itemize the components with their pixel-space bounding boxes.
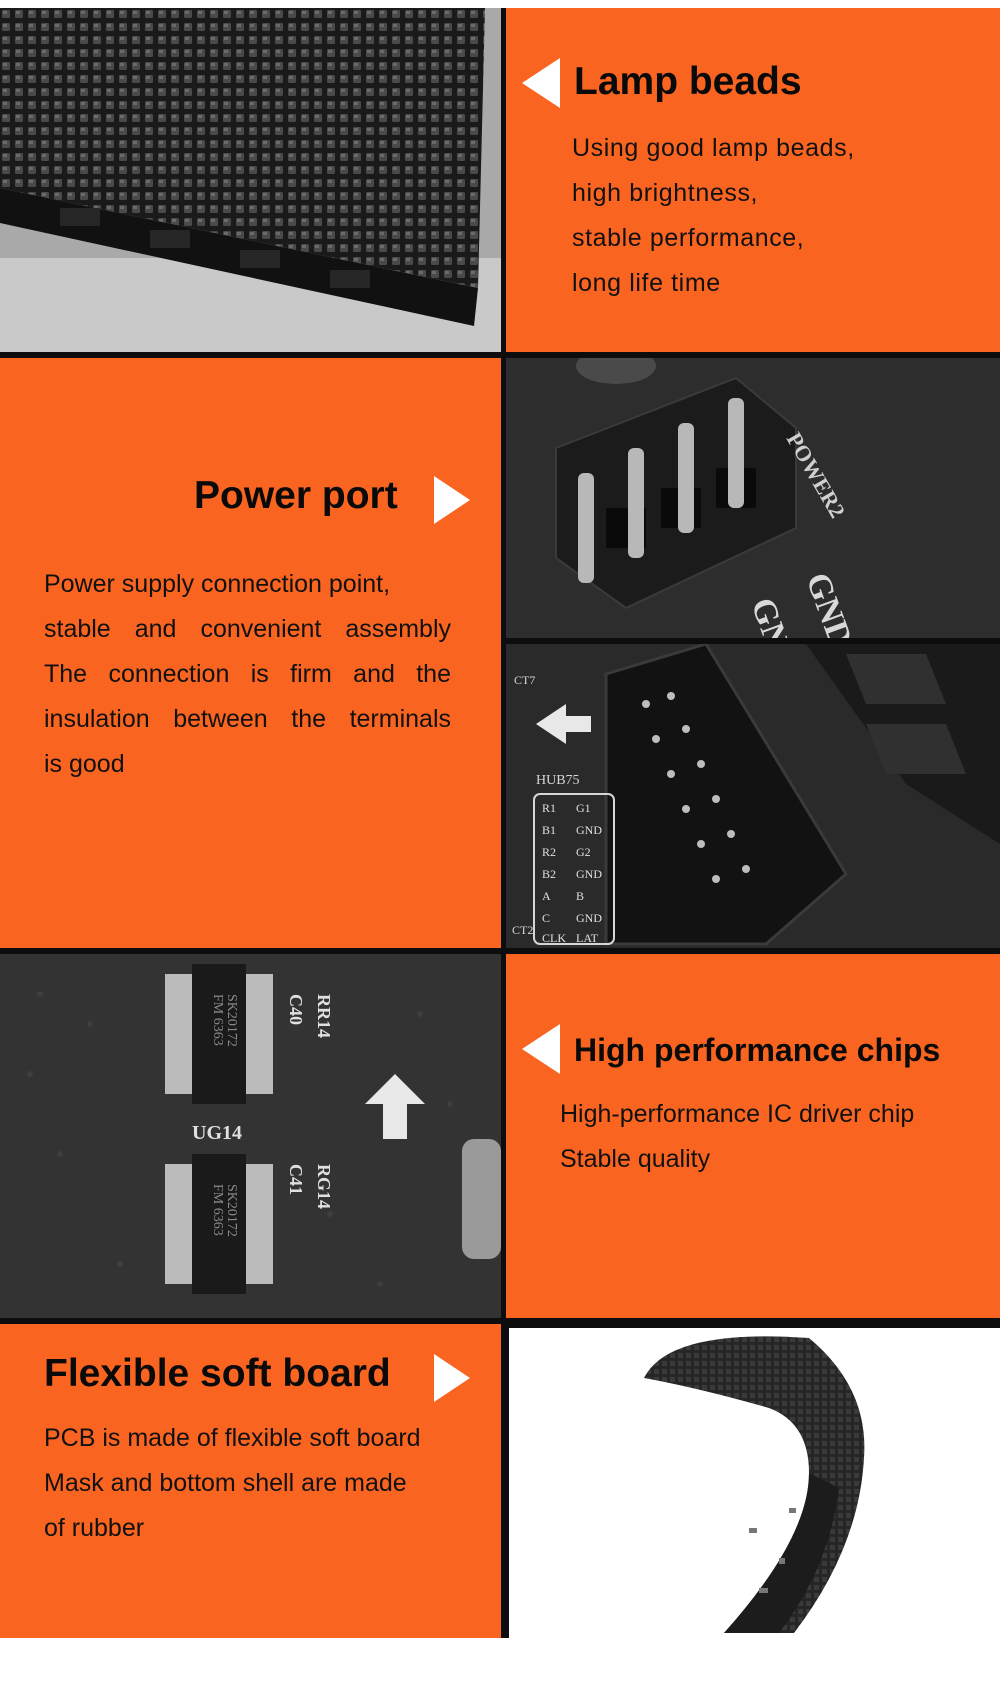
lamp-beads-line-4: long life time bbox=[572, 269, 721, 297]
pin-clk: CLK bbox=[542, 931, 566, 945]
pin-a: A bbox=[542, 889, 551, 903]
pin-g1: G1 bbox=[576, 801, 591, 815]
ug14-silkscreen: UG14 bbox=[192, 1122, 242, 1144]
pin-r2: R2 bbox=[542, 845, 556, 859]
arrow-right-icon bbox=[434, 1354, 470, 1402]
chip-2-marking-bottom: SK20172 bbox=[224, 1184, 239, 1237]
power-port-line-2: stable and convenient assembly bbox=[44, 615, 451, 643]
flexible-panel: Flexible soft board PCB is made of flexi… bbox=[0, 1324, 501, 1638]
ic-chips-photo: FM 6363 SK20172 FM 6363 SK20172 UG14 C40… bbox=[0, 954, 501, 1318]
pin-b: B bbox=[576, 889, 584, 903]
flexible-line-1: PCB is made of flexible soft board bbox=[44, 1424, 421, 1452]
pin-r1: R1 bbox=[542, 801, 556, 815]
lamp-beads-description: Using good lamp beads, high brightness, … bbox=[572, 126, 855, 306]
arrow-left-icon bbox=[522, 58, 560, 108]
lamp-beads-photo bbox=[0, 8, 501, 352]
arrow-right-icon bbox=[434, 476, 470, 524]
flexible-description: PCB is made of flexible soft board Mask … bbox=[44, 1416, 421, 1551]
pin-g2: G2 bbox=[576, 845, 591, 859]
feature-grid: Lamp beads Using good lamp beads, high b… bbox=[0, 8, 1000, 1638]
flexible-board-photo bbox=[509, 1328, 1000, 1638]
lamp-beads-panel: Lamp beads Using good lamp beads, high b… bbox=[506, 8, 1000, 352]
c41-silkscreen: C41 bbox=[286, 1164, 306, 1195]
flexible-line-3: of rubber bbox=[44, 1514, 145, 1542]
chips-title: High performance chips bbox=[574, 1032, 941, 1068]
pin-b1: B1 bbox=[542, 823, 556, 837]
hub75-silkscreen: HUB75 bbox=[536, 773, 580, 788]
rr14-silkscreen: RR14 bbox=[314, 994, 334, 1038]
ct2-silkscreen: CT2 bbox=[512, 923, 533, 937]
power-port-title: Power port bbox=[194, 474, 398, 517]
power-connector-photo: POWER2 GND GND bbox=[506, 358, 1000, 638]
lamp-beads-line-2: high brightness, bbox=[572, 179, 759, 207]
flexible-line-2: Mask and bottom shell are made bbox=[44, 1469, 407, 1497]
ct7-silkscreen: CT7 bbox=[514, 673, 535, 687]
power-port-line-5: is good bbox=[44, 750, 125, 778]
pin-gnd-1: GND bbox=[576, 823, 602, 837]
pin-lat: LAT bbox=[576, 931, 599, 945]
chips-line-1: High-performance IC driver chip bbox=[560, 1100, 915, 1128]
chips-line-2: Stable quality bbox=[560, 1145, 711, 1173]
pin-b2: B2 bbox=[542, 867, 556, 881]
lamp-beads-line-3: stable performance, bbox=[572, 224, 805, 252]
c40-silkscreen: C40 bbox=[286, 994, 306, 1025]
power-port-description: Power supply connection point, stable an… bbox=[44, 562, 451, 787]
power-port-line-1: Power supply connection point, bbox=[44, 570, 391, 598]
chips-panel: High performance chips High-performance … bbox=[506, 954, 1000, 1318]
pin-gnd-2: GND bbox=[576, 867, 602, 881]
chip-2-marking-top: FM 6363 bbox=[210, 1184, 225, 1236]
pin-gnd-3: GND bbox=[576, 911, 602, 925]
lamp-beads-line-1: Using good lamp beads, bbox=[572, 134, 855, 162]
pin-c: C bbox=[542, 911, 550, 925]
chip-1-marking-bottom: SK20172 bbox=[224, 994, 239, 1047]
power-port-line-3: The connection is firm and the bbox=[44, 660, 451, 688]
hub75-connector-photo: HUB75 CT7 CT2 R1 G1 B1 GND R2 G2 B2 GND … bbox=[506, 644, 1000, 948]
lamp-beads-title: Lamp beads bbox=[574, 60, 802, 103]
rg14-silkscreen: RG14 bbox=[314, 1164, 334, 1209]
power-port-panel: Power port Power supply connection point… bbox=[0, 358, 501, 948]
chip-1-marking-top: FM 6363 bbox=[210, 994, 225, 1046]
chips-description: High-performance IC driver chip Stable q… bbox=[560, 1092, 914, 1182]
arrow-left-icon bbox=[522, 1024, 560, 1074]
flexible-title: Flexible soft board bbox=[44, 1352, 391, 1395]
power-port-line-4: insulation between the terminals bbox=[44, 705, 451, 733]
